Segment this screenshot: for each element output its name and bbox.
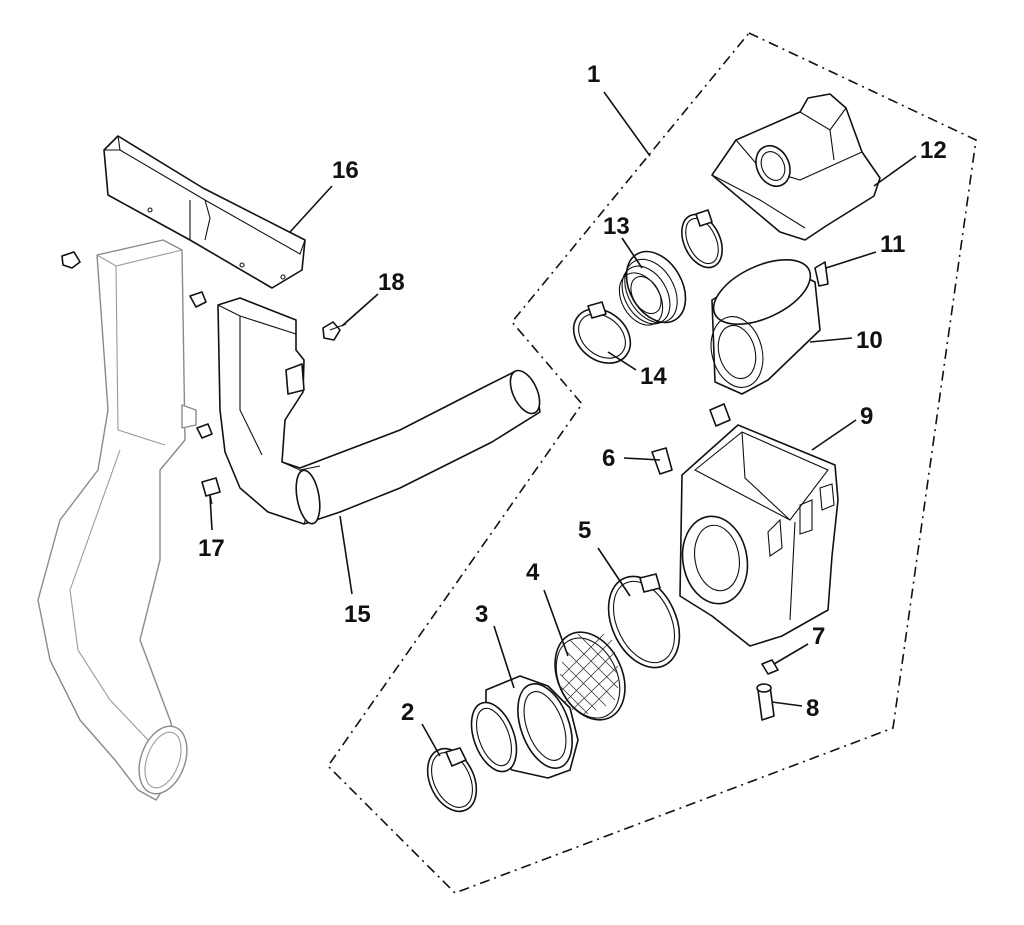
part-11-screw [814,261,829,287]
assembly-boundary [326,32,977,894]
callout-6: 6 [602,445,615,472]
callout-16: 16 [332,157,359,184]
clamp-top [681,209,723,269]
part-5-clamp [607,573,681,669]
callout-4: 4 [526,559,540,586]
screw-b [189,291,207,308]
callout-18: 18 [378,269,405,296]
callout-10: 10 [856,327,883,354]
part-18-push-rivet [322,321,347,341]
callout-17: 17 [198,535,225,562]
screw-c [196,423,213,439]
part-3-adapter [470,675,579,779]
part-8-drain-valve [756,683,775,721]
part-15-hose [217,297,541,525]
part-17-bolt [201,477,221,505]
callout-13: 13 [603,213,630,240]
part-16-cover [103,135,306,289]
part-4-screen [554,631,626,721]
part-6-clip [651,447,673,475]
callout-7: 7 [812,623,825,650]
part-10-filter [710,258,821,395]
clip-upper [709,403,731,427]
callout-12: 12 [920,137,947,164]
callout-8: 8 [806,695,819,722]
leader-lines [209,91,917,757]
callout-5: 5 [578,517,591,544]
callout-14: 14 [640,363,667,390]
part-7-fitting [761,659,779,675]
callout-labels: 1 2 3 4 5 6 7 8 9 10 11 12 13 14 15 16 1… [198,61,947,726]
callout-1: 1 [587,61,600,88]
callout-9: 9 [860,403,873,430]
screw-a [61,251,81,269]
ghost-intake-pipe [37,239,197,801]
part-2-clamp [426,747,478,813]
callout-3: 3 [475,601,488,628]
callout-11: 11 [880,231,905,258]
part-12-airbox-lid [711,93,881,241]
callout-2: 2 [401,699,414,726]
callout-15: 15 [344,601,371,628]
part-13-coupler [618,250,687,326]
part-14-clamp [572,301,632,364]
part-9-airbox [679,424,839,647]
